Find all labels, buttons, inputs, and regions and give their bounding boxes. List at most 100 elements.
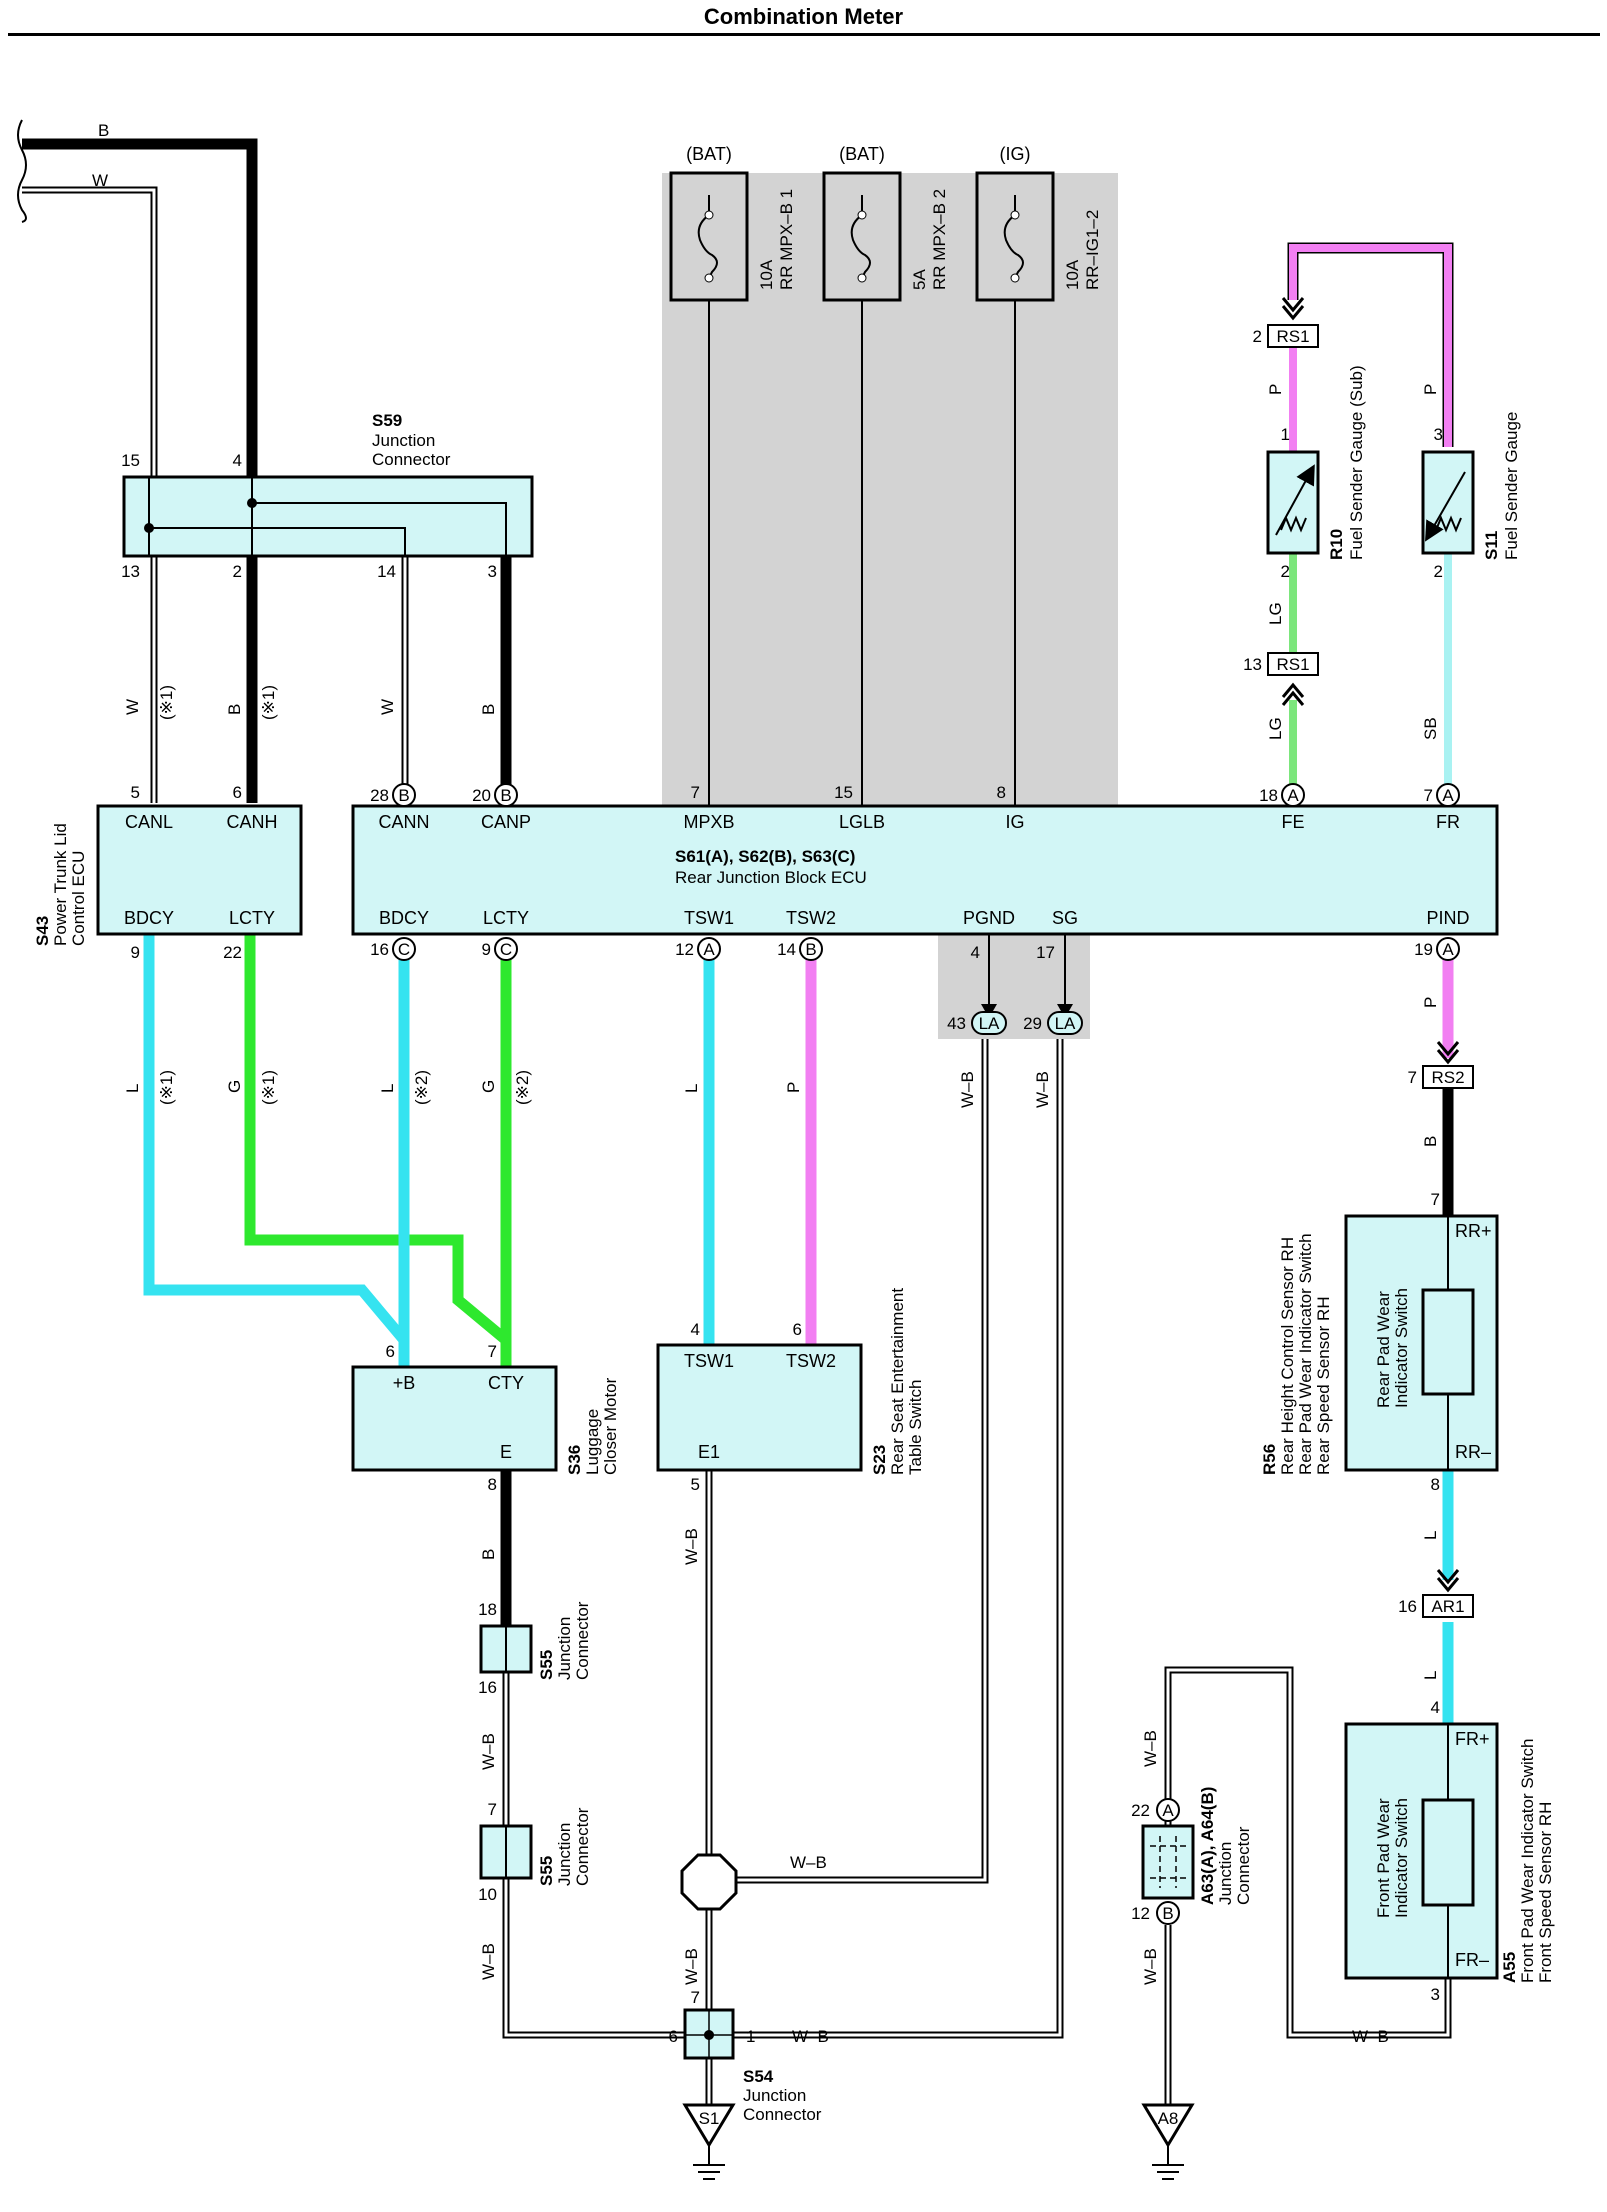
wire-label-wb-s54: W–B <box>682 1948 701 1985</box>
r10-name: Fuel Sender Gauge (Sub) <box>1347 365 1366 560</box>
fuse-2-source: (BAT) <box>839 144 885 164</box>
ecu-pin-7b: 7 <box>1424 786 1433 805</box>
rs1-pin-2: 2 <box>1253 327 1262 346</box>
svg-text:AR1: AR1 <box>1431 1597 1464 1616</box>
wire-label-g-1: G <box>225 1080 244 1093</box>
svg-text:S1: S1 <box>699 2109 720 2128</box>
s43-term-bdcy: BDCY <box>124 908 174 928</box>
ecu-bottom-terms: BDCY LCTY TSW1 TSW2 PGND SG PIND <box>379 908 1470 928</box>
ecu-term-sg: SG <box>1052 908 1078 928</box>
wire-label-p-3: P <box>784 1082 803 1093</box>
s43-term-canl: CANL <box>125 812 173 832</box>
r10-fuel-sender-sub <box>1266 450 1320 555</box>
svg-text:A: A <box>1442 786 1454 805</box>
s36-term-cty: CTY <box>488 1373 524 1393</box>
wire-label-wb-s55b: W–B <box>479 1943 498 1980</box>
fuse-rr-mpxb-1 <box>669 171 749 302</box>
a55-line-2: Front Speed Sensor RH <box>1536 1802 1555 1983</box>
ecu-pin-14: 14 <box>777 940 796 959</box>
r56-term-rr-minus: RR– <box>1455 1442 1491 1462</box>
s23-pin-4: 4 <box>691 1320 700 1339</box>
s43-pin-9: 9 <box>131 943 140 962</box>
s59-pin-13: 13 <box>121 562 140 581</box>
s43-power-trunk-lid-ecu <box>96 804 303 936</box>
wire-label-lg-2: LG <box>1266 717 1285 740</box>
wire-g-lcty-s43 <box>244 934 510 1345</box>
svg-text:A: A <box>703 940 715 959</box>
ecu-pin-4: 4 <box>971 943 980 962</box>
s59-pin-2: 2 <box>233 562 242 581</box>
s54-line1: Junction <box>743 2086 806 2105</box>
wire-b-top <box>22 138 258 803</box>
wire-label-p-pind: P <box>1421 997 1440 1008</box>
wire-w-top <box>22 186 158 803</box>
a55-inner-1: Front Pad Wear <box>1374 1798 1393 1918</box>
ecu-term-pind: PIND <box>1426 908 1469 928</box>
a55-line-1: Front Pad Wear Indicator Switch <box>1518 1739 1537 1983</box>
s54-line2: Connector <box>743 2105 822 2124</box>
la-connectors: LA LA <box>971 934 1083 1035</box>
s43-pin-22: 22 <box>223 943 242 962</box>
wire-note-1c: (※1) <box>157 1070 176 1105</box>
wire-label-l-r56: L <box>1421 1531 1440 1540</box>
wire-label-wb-splice: W–B <box>790 1853 827 1872</box>
wire-wb-group <box>502 1039 1452 2105</box>
a63-pin-12: 12 <box>1131 1904 1150 1923</box>
a63-a64-junction-connector: A B <box>1141 1798 1195 1925</box>
ecu-bottom-connectors: C C A B A <box>392 937 1460 961</box>
s54-pin-1: 1 <box>746 2027 755 2046</box>
s55-connector-a <box>479 1624 533 1674</box>
svg-text:RS1: RS1 <box>1276 655 1309 674</box>
r56-line-2: Rear Pad Wear Indicator Switch <box>1296 1233 1315 1475</box>
ecu-term-fr: FR <box>1436 812 1460 832</box>
fuse-1-rating: 10A <box>757 259 776 290</box>
a55-code: A55 <box>1500 1952 1519 1983</box>
s43-term-lcty: LCTY <box>229 908 275 928</box>
s23-table-switch <box>656 1343 863 1472</box>
fuse-1-name: RR MPX–B 1 <box>777 189 796 290</box>
s43-pin-5: 5 <box>131 783 140 802</box>
s55b-line2: Connector <box>573 1807 592 1886</box>
svg-text:C: C <box>500 940 512 959</box>
svg-text:RS2: RS2 <box>1431 1068 1464 1087</box>
splice-point <box>680 1853 738 1911</box>
ecu-term-mpxb: MPXB <box>683 812 734 832</box>
svg-text:B: B <box>500 786 511 805</box>
rs2-pin-7: 7 <box>1408 1068 1417 1087</box>
a55-term-fr-minus: FR– <box>1455 1950 1489 1970</box>
ground-s1: S1 <box>682 2103 736 2180</box>
wire-note-2b: (※2) <box>513 1070 532 1105</box>
s59-pin-14: 14 <box>377 562 396 581</box>
svg-text:B: B <box>805 940 816 959</box>
s43-code: S43 <box>33 916 52 946</box>
s55a-code: S55 <box>537 1650 556 1680</box>
wire-label-sb: SB <box>1421 717 1440 740</box>
s23-term-tsw1: TSW1 <box>684 1351 734 1371</box>
a55-term-fr-plus: FR+ <box>1455 1729 1490 1749</box>
fuse-rr-ig1-2 <box>975 171 1055 302</box>
s59-junction-connector <box>122 475 534 558</box>
ecu-top-terms: CANN CANP MPXB LGLB IG FE FR <box>378 812 1460 832</box>
s23-line1: Rear Seat Entertainment <box>888 1288 907 1475</box>
s55a-line2: Connector <box>573 1601 592 1680</box>
s23-term-e1: E1 <box>698 1442 720 1462</box>
r56-term-rr-plus: RR+ <box>1455 1221 1492 1241</box>
s36-term-b: +B <box>393 1373 416 1393</box>
wire-label-l-1: L <box>123 1084 142 1093</box>
s36-line1: Luggage <box>583 1409 602 1475</box>
s11-pin-2: 2 <box>1434 562 1443 581</box>
svg-text:B: B <box>1162 1904 1173 1923</box>
a63-line1: Junction <box>1216 1842 1235 1905</box>
wire-label-b-s36: B <box>479 1549 498 1560</box>
wire-break-mark <box>17 119 27 223</box>
wire-label-wb-a63-top: W–B <box>1141 1730 1160 1767</box>
wire-label-wb-s55: W–B <box>479 1733 498 1770</box>
svg-text:A: A <box>1287 786 1299 805</box>
r56-line-3: Rear Speed Sensor RH <box>1314 1296 1333 1475</box>
s36-term-e: E <box>500 1442 512 1462</box>
s55b-pin-7: 7 <box>488 1800 497 1819</box>
svg-text:B: B <box>398 786 409 805</box>
svg-text:C: C <box>398 940 410 959</box>
s43-line1: Power Trunk Lid <box>51 823 70 946</box>
rs1-pin-13: 13 <box>1243 655 1262 674</box>
